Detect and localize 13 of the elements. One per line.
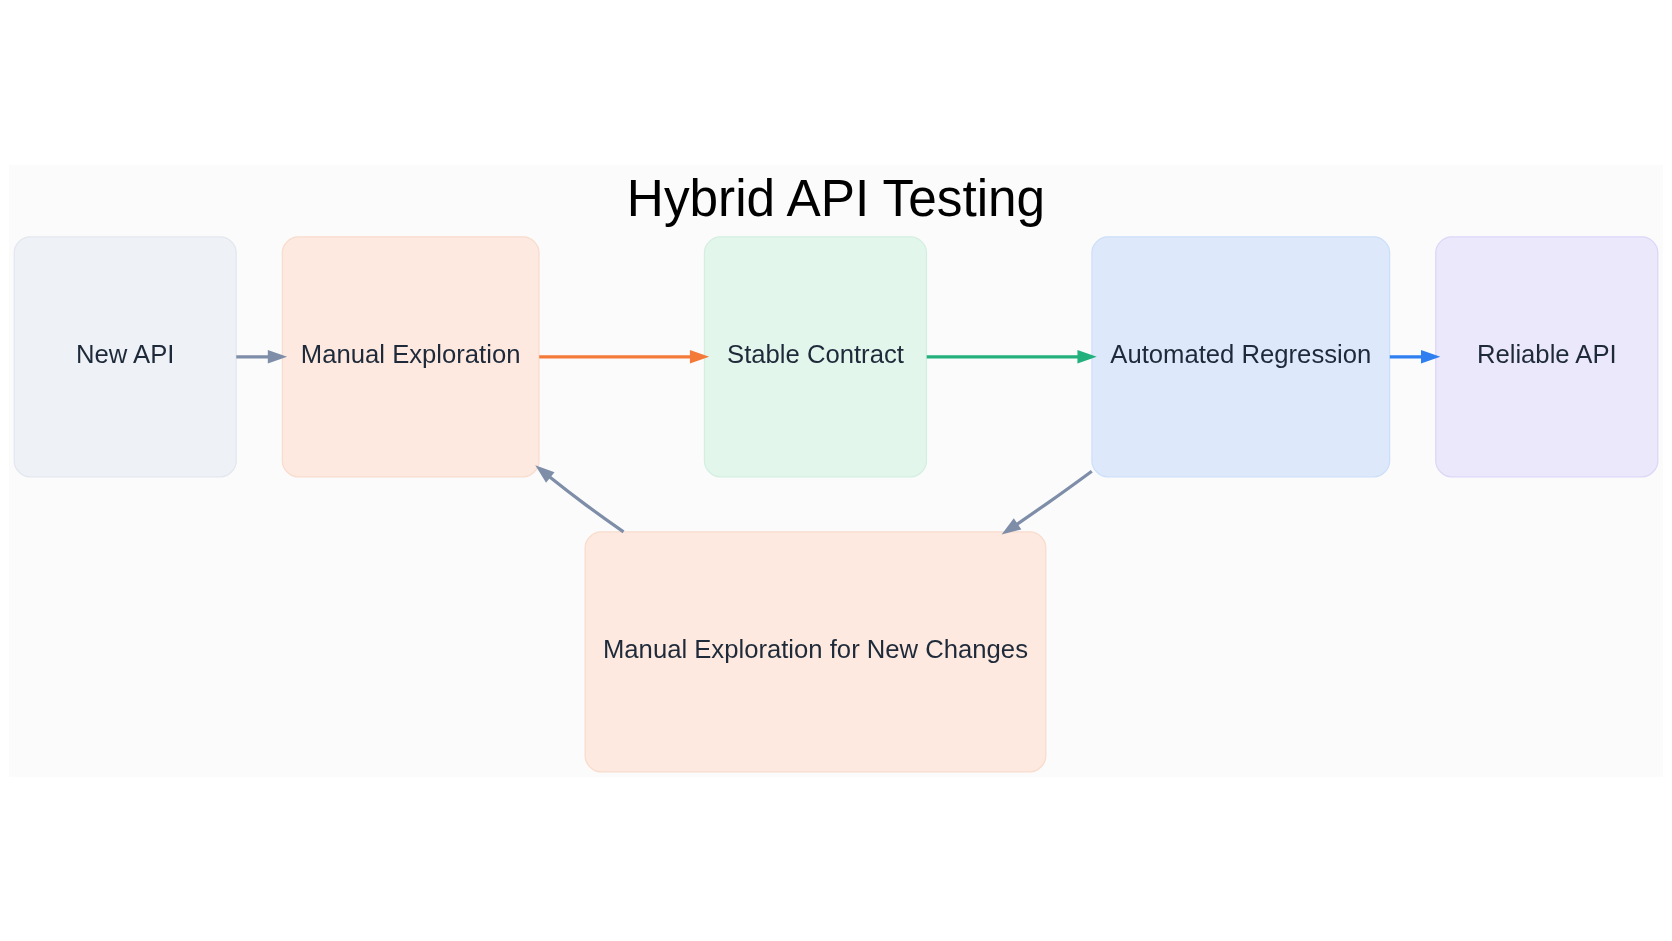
arrow: [539, 349, 710, 364]
arrow: [926, 349, 1097, 364]
arrow: [1389, 349, 1441, 364]
node-box: New API: [13, 235, 237, 477]
node-box: Stable Contract: [703, 235, 928, 477]
node-box: Manual Exploration for New Changes: [584, 530, 1047, 772]
node-box: Automated Regression: [1091, 235, 1391, 477]
diagram-title: Hybrid API Testing: [626, 169, 1046, 227]
node-box: Manual Exploration: [281, 235, 540, 477]
arrow: [1001, 469, 1093, 535]
arrow: [535, 464, 625, 533]
arrow: [236, 349, 288, 364]
node-box: Reliable API: [1435, 235, 1659, 477]
